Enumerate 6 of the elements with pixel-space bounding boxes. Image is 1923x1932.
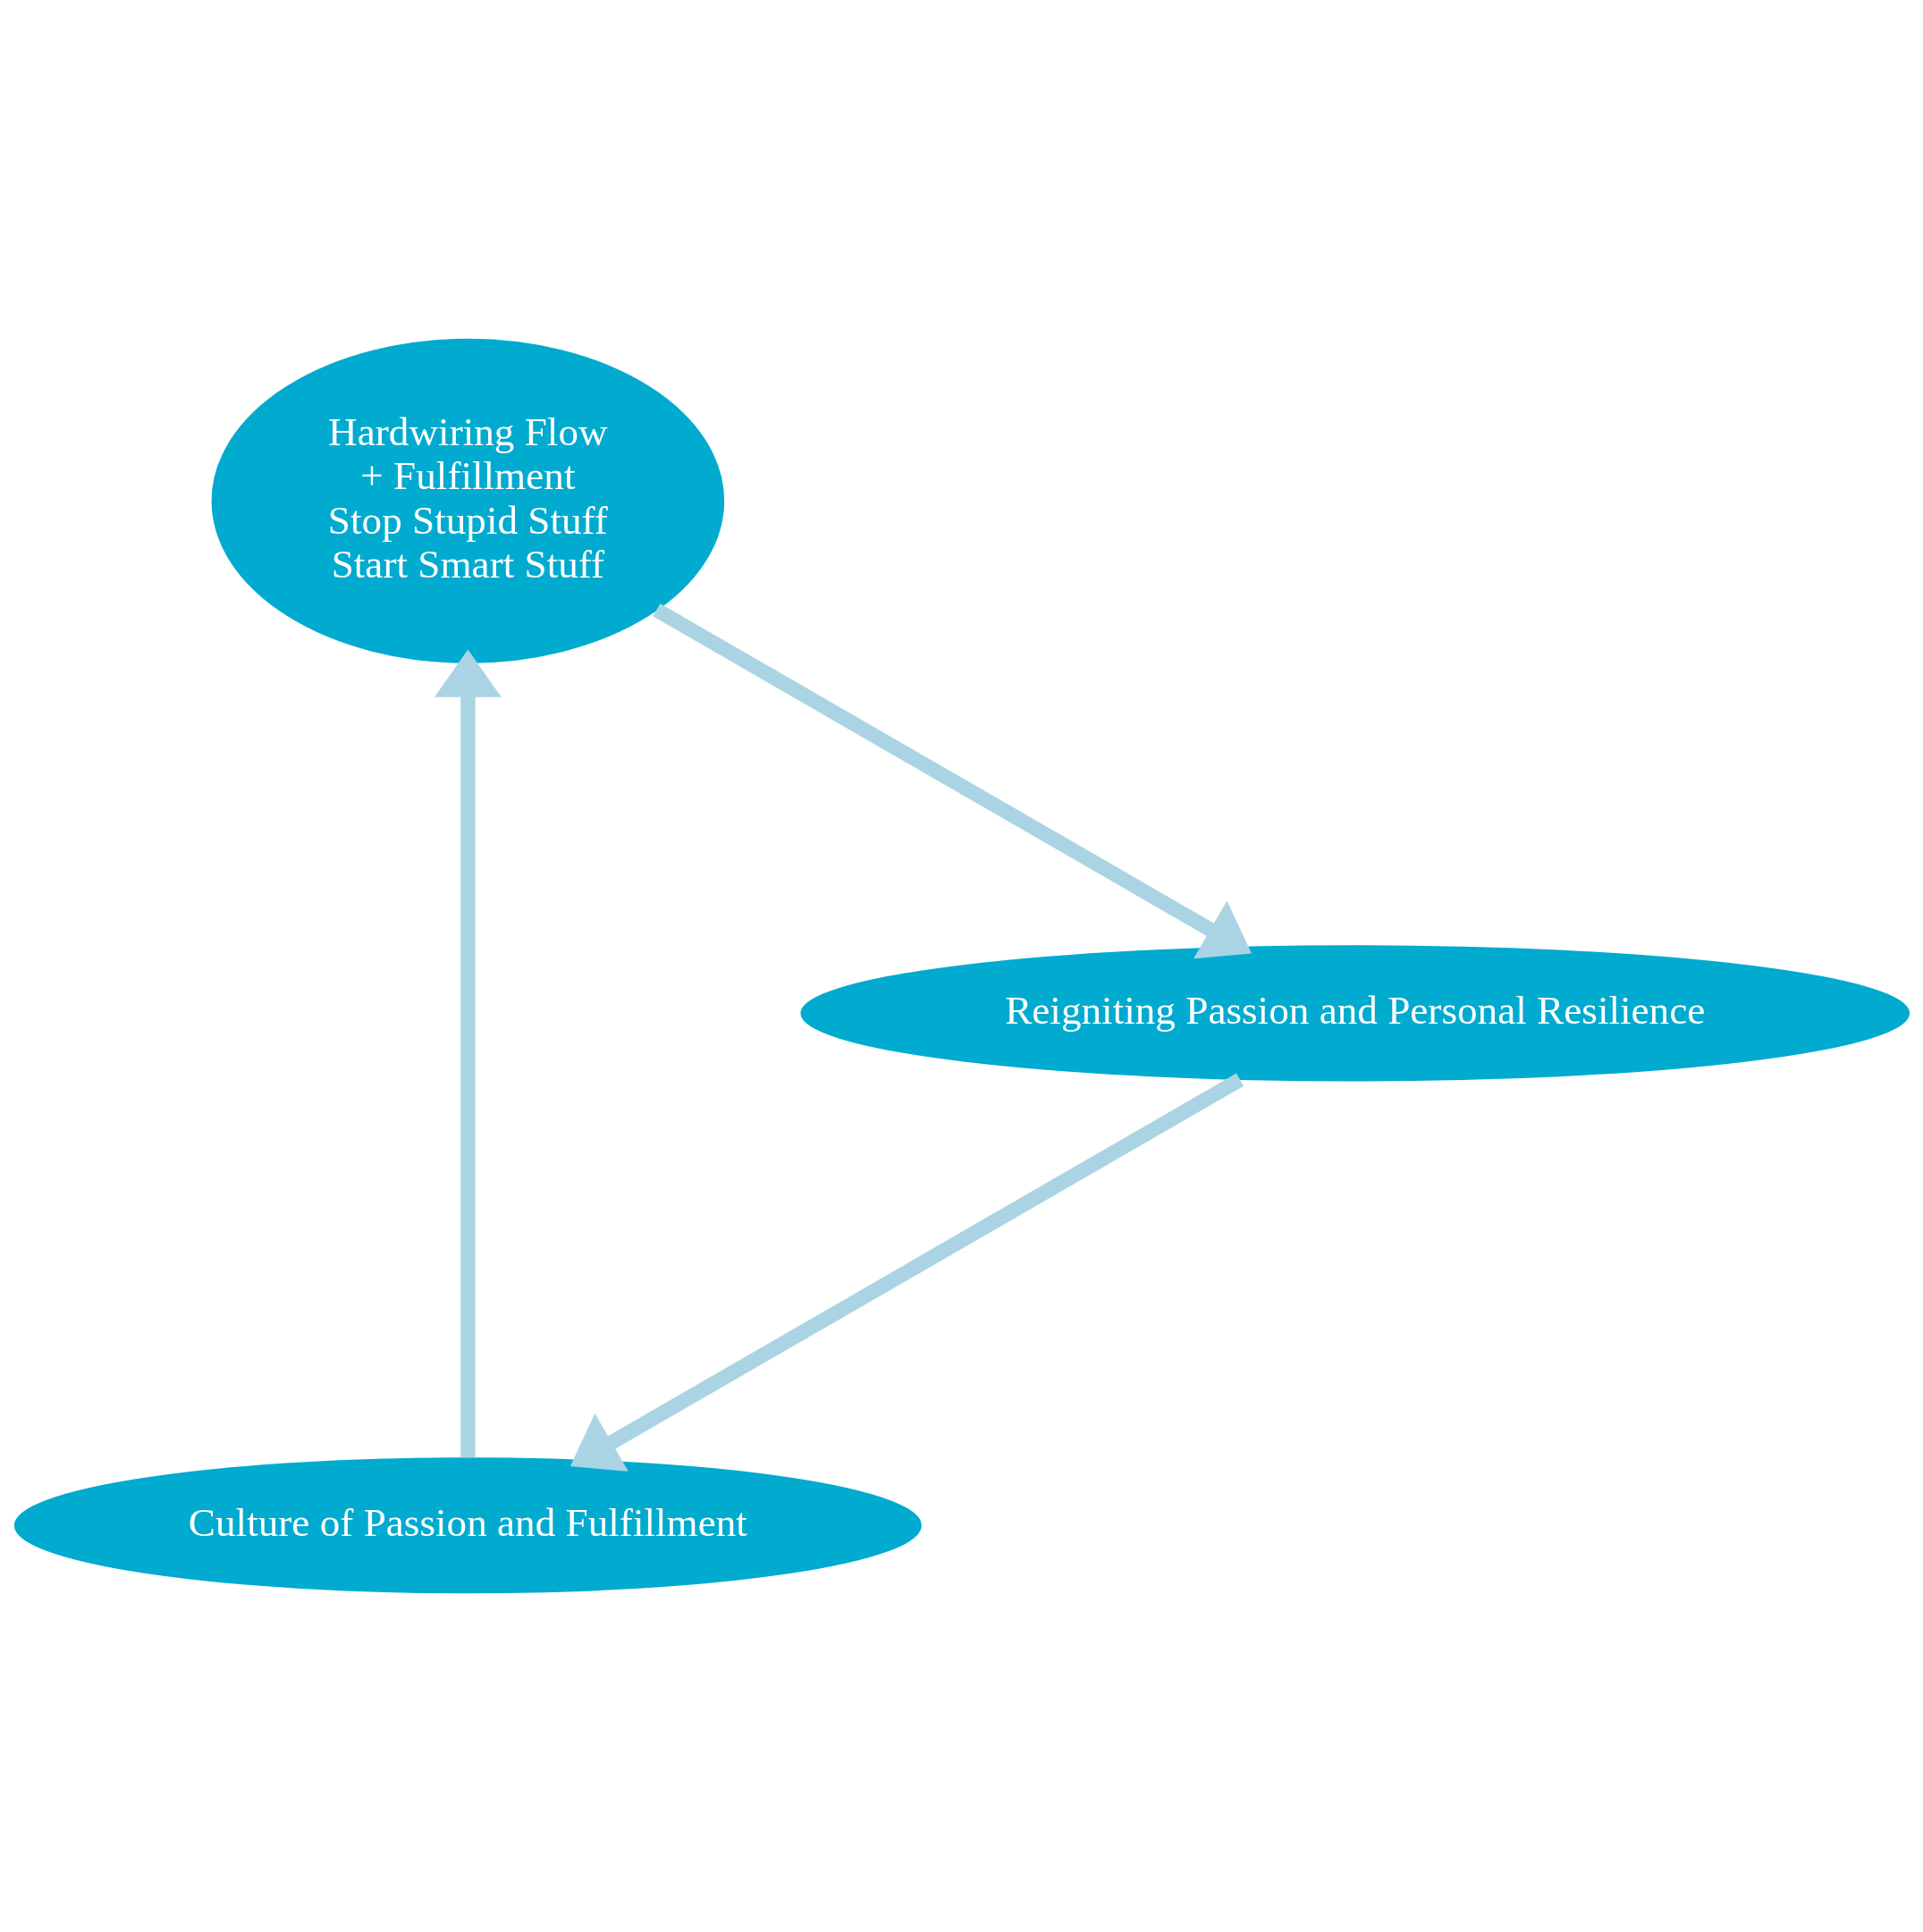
node-ellipse: Culture of Passion and Fulfillment <box>13 1456 922 1593</box>
node-ellipse: Reigniting Passion and Personal Resilience <box>800 944 1910 1081</box>
node-ellipse: Hardwiring Flow + Fulfillment Stop Stupid Stuff Start Smart Stuff <box>211 338 725 663</box>
arrow <box>434 648 502 1457</box>
arrow <box>569 1073 1244 1472</box>
arrow <box>653 603 1252 958</box>
